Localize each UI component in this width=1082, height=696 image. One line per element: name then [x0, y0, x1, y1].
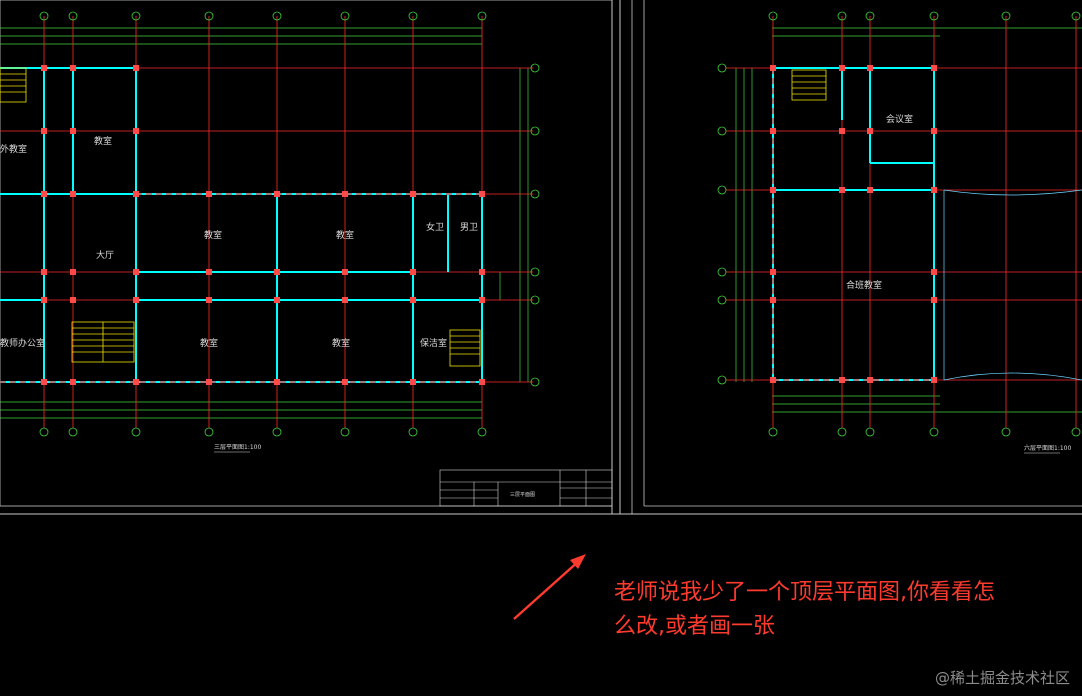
- room-label-classroom: 教室: [94, 135, 112, 147]
- room-label-custodian: 保洁室: [420, 337, 447, 349]
- drawing-caption-left: 三层平面图1:100: [214, 444, 261, 451]
- drawing-caption-right: 六层平面图1:100: [1024, 444, 1071, 452]
- left-stairs: [0, 67, 481, 367]
- title-block-drawing-name: 三层平面图: [510, 492, 535, 498]
- right-columns: [770, 65, 937, 383]
- watermark: @稀土掘金技术社区: [934, 669, 1070, 687]
- left-dimensions: [0, 27, 529, 419]
- teacher-feedback-note: 老师说我少了一个顶层平面图,你看看怎 么改,或者画一张: [614, 576, 1074, 644]
- right-dimensions: [735, 27, 1082, 413]
- room-label-multipurpose: 合班教室: [846, 279, 882, 291]
- room-label-classroom: 教室: [332, 337, 350, 349]
- left-floor-plan[interactable]: 教室 外教室 大厅 教室 教室 女卫 男卫 教师办公室 教室 教室 保洁室 三层…: [0, 11, 613, 507]
- room-label-classroom: 教室: [204, 229, 222, 241]
- title-block: [439, 469, 613, 507]
- room-label-classroom: 教室: [336, 229, 354, 241]
- left-axis-bubbles: [39, 11, 540, 437]
- room-label-teacher-office: 教师办公室: [0, 337, 45, 349]
- room-label-lobby: 大厅: [96, 249, 114, 261]
- note-line-1: 老师说我少了一个顶层平面图,你看看怎: [614, 580, 995, 605]
- sheet-frame: [0, 0, 1082, 515]
- right-axis-grid: [726, 16, 1082, 428]
- room-label-classroom: 教室: [200, 337, 218, 349]
- arrow-annotation: [513, 554, 586, 620]
- room-label-women-toilet: 女卫: [426, 221, 444, 233]
- right-axis-bubbles: [717, 11, 1081, 437]
- room-label-office: 外教室: [0, 143, 27, 155]
- note-line-2: 么改,或者画一张: [614, 614, 775, 639]
- room-label-meeting: 会议室: [886, 113, 913, 125]
- right-stairs: [791, 69, 827, 101]
- right-floor-plan[interactable]: 会议室 合班教室 六层平面图1:100: [717, 11, 1082, 454]
- left-columns: [41, 65, 485, 385]
- room-label-men-toilet: 男卫: [460, 222, 478, 233]
